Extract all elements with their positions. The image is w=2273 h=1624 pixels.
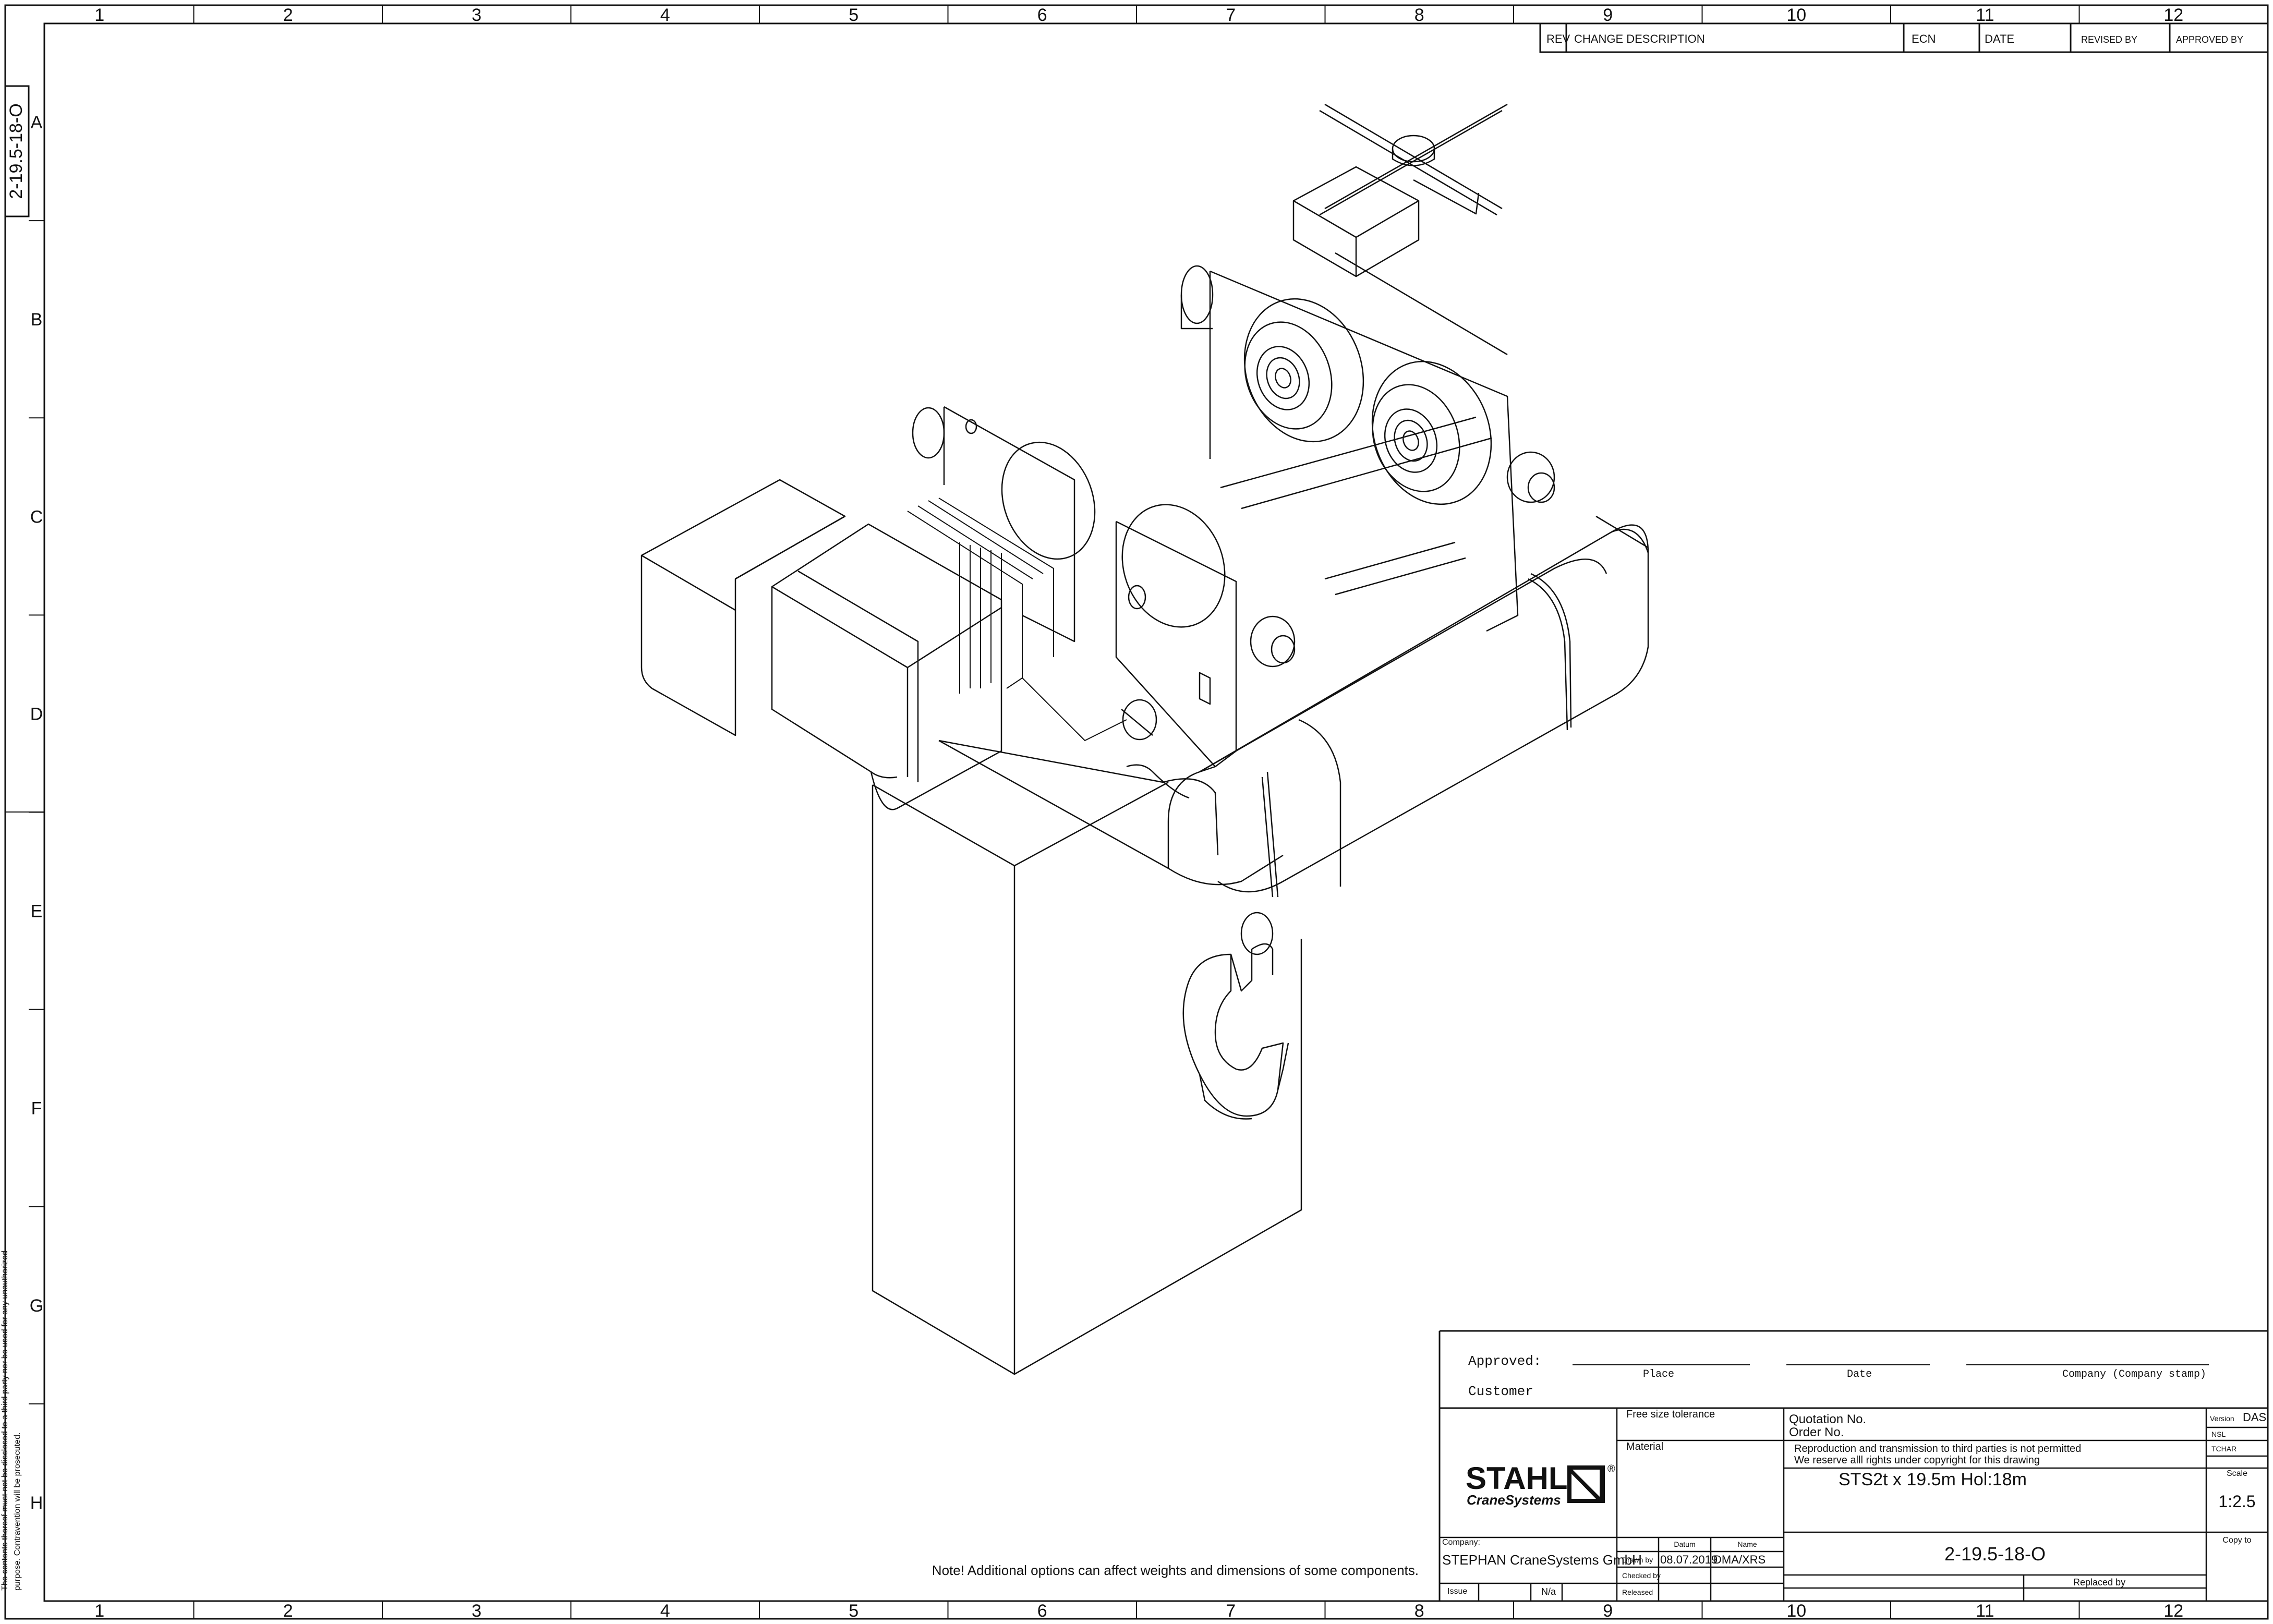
change-description-header: CHANGE DESCRIPTION: [1574, 32, 1705, 45]
row-zone-label: C: [30, 507, 43, 527]
stahl-emblem-icon: [1567, 1465, 1605, 1503]
column-zone-label: 10: [1786, 5, 1806, 25]
drawing-title: STS2t x 19.5m Hol:18m: [1839, 1470, 2027, 1489]
column-zone-label: 5: [849, 1601, 859, 1621]
row-zone-label: B: [31, 310, 43, 330]
nsl-label: NSL: [2211, 1430, 2226, 1438]
svg-text:CraneSystems: CraneSystems: [1467, 1492, 1561, 1508]
ecn-header: ECN: [1912, 32, 1936, 45]
row-zone-label: D: [30, 704, 43, 724]
order-no-label: Order No.: [1789, 1425, 1844, 1439]
datum-label: Datum: [1674, 1540, 1695, 1548]
column-zone-label: 1: [94, 5, 104, 25]
copyright-line-1: Reproduction and transmission to third p…: [1794, 1443, 2081, 1455]
released-label: Released: [1622, 1588, 1653, 1596]
material-label: Material: [1626, 1441, 1663, 1452]
scale-value: 1:2.5: [2218, 1492, 2255, 1511]
drawn-by-label: Drawn by: [1622, 1556, 1653, 1564]
column-zone-label: 12: [2163, 5, 2183, 25]
row-zone-label: G: [30, 1296, 43, 1316]
column-zone-label: 3: [471, 1601, 481, 1621]
svg-text:STAHL: STAHL: [1466, 1461, 1568, 1496]
issue-value: N/a: [1541, 1586, 1556, 1597]
drawn-date: 08.07.2019: [1660, 1553, 1718, 1566]
approval-block: [1438, 1330, 2268, 1601]
quotation-no-label: Quotation No.: [1789, 1412, 1866, 1426]
column-zone-label: 9: [1603, 5, 1613, 25]
column-zone-label: 7: [1226, 5, 1236, 25]
column-zone-label: 6: [1037, 1601, 1047, 1621]
company-label: Company:: [1442, 1538, 1480, 1547]
version-label: Version: [2210, 1414, 2234, 1423]
column-zone-label: 2: [283, 1601, 293, 1621]
drawing-number: 2-19.5-18-O: [1944, 1543, 2046, 1565]
column-zone-label: 10: [1786, 1601, 1806, 1621]
column-zone-label: 4: [660, 1601, 670, 1621]
rev-header: REV: [1546, 32, 1570, 45]
column-zone-label: 11: [1976, 5, 1994, 25]
column-zone-label: 2: [283, 5, 293, 25]
title-block: [1440, 1408, 2268, 1601]
row-zone-label: E: [31, 902, 43, 922]
row-zone-label: H: [30, 1493, 43, 1513]
company-value: STEPHAN CraneSystems GmbH: [1442, 1552, 1642, 1568]
svg-text:2-19.5-18-O: 2-19.5-18-O: [6, 103, 26, 199]
issue-label: Issue: [1447, 1587, 1467, 1596]
column-zone-label: 7: [1226, 1601, 1236, 1621]
column-zone-label: 8: [1414, 1601, 1424, 1621]
column-zone-label: 12: [2163, 1601, 2183, 1621]
free-size-tolerance-label: Free size tolerance: [1626, 1409, 1715, 1420]
column-zone-label: 1: [94, 1601, 104, 1621]
confidentiality-note: The contents thereof must not be disclos…: [1, 1251, 22, 1591]
column-zone-label: 9: [1603, 1601, 1613, 1621]
version-value: DAS: [2243, 1411, 2266, 1424]
side-drawing-tag: 2-19.5-18-O: [4, 85, 30, 217]
name-label: Name: [1737, 1540, 1757, 1548]
checked-by-label: Checked by: [1622, 1571, 1661, 1580]
hoist-isometric-drawing: [640, 103, 1649, 1375]
replaced-by-label: Replaced by: [2073, 1577, 2125, 1587]
customer-label: Customer: [1468, 1384, 1533, 1399]
approved-label: Approved:: [1468, 1353, 1541, 1369]
revision-table: [1539, 22, 2269, 53]
drawn-name: DMA/XRS: [1713, 1553, 1766, 1566]
approved-by-header: APPROVED BY: [2176, 34, 2243, 45]
stahl-logo: STAHL CraneSystems ®: [1466, 1461, 1615, 1508]
tchar-label: TCHAR: [2211, 1445, 2236, 1453]
svg-text:The contents thereof must not: The contents thereof must not be disclos…: [1, 1251, 9, 1591]
row-zone-label: F: [31, 1099, 42, 1119]
column-zone-label: 5: [849, 5, 859, 25]
column-zone-label: 4: [660, 5, 670, 25]
scale-label: Scale: [2227, 1469, 2247, 1478]
place-label: Place: [1643, 1368, 1674, 1380]
svg-text:®: ®: [1607, 1463, 1615, 1475]
copyright-line-2: We reserve alll rights under copyright f…: [1794, 1455, 2040, 1466]
row-zone-label: A: [31, 113, 43, 132]
drawing-note: Note! Additional options can affect weig…: [932, 1562, 1419, 1578]
svg-text:purpose. Contravention will be: purpose. Contravention will be prosecute…: [13, 1433, 22, 1591]
column-zone-label: 3: [471, 5, 481, 25]
row-zone-ruler-left: A B C D E F G H: [5, 113, 44, 1513]
company-stamp-label: Company (Company stamp): [2062, 1368, 2206, 1380]
copy-to-label: Copy to: [2222, 1536, 2251, 1545]
date-header: DATE: [1985, 32, 2014, 45]
date-label: Date: [1847, 1368, 1872, 1380]
column-zone-label: 8: [1414, 5, 1424, 25]
column-zone-label: 6: [1037, 5, 1047, 25]
revised-by-header: REVISED BY: [2081, 34, 2137, 45]
column-zone-label: 11: [1976, 1601, 1994, 1621]
